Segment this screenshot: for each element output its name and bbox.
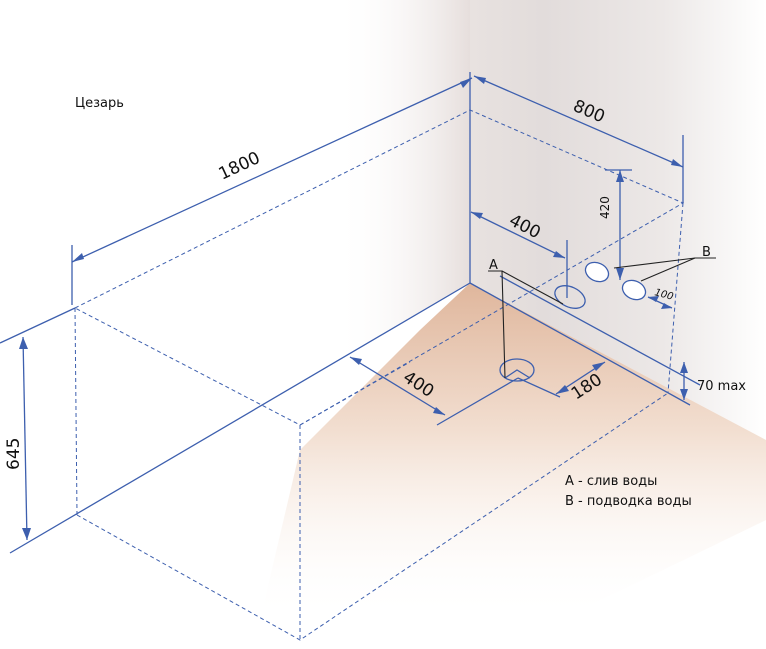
dim-645-line <box>22 336 28 541</box>
tub-edge <box>667 202 684 394</box>
arrowheads <box>19 76 688 540</box>
ext-line <box>436 377 519 426</box>
wall-offset-line <box>499 275 701 386</box>
ext-line <box>517 377 561 398</box>
dim-1800-line <box>71 77 473 263</box>
dim-100-label: 100 <box>653 287 674 303</box>
tub-bottom-outline <box>76 392 669 641</box>
dim-400-floor-line <box>349 356 446 416</box>
right-wall <box>470 0 766 440</box>
tub-edge <box>74 307 78 516</box>
height-extension-top <box>0 307 76 344</box>
water-supply-hole-2 <box>621 279 647 301</box>
dim-70-label: 70 max <box>697 379 746 394</box>
tub-inner-line <box>299 361 411 426</box>
marker-a: A <box>489 258 498 273</box>
model-title: Цезарь <box>75 96 124 111</box>
leader-b-2 <box>640 257 696 282</box>
marker-b: B <box>702 245 711 260</box>
dim-420-label: 420 <box>598 196 612 219</box>
floor <box>260 283 766 620</box>
legend-b: B - подводка воды <box>565 494 692 509</box>
floor-drain-mark <box>504 369 531 379</box>
leader-a-wall <box>501 270 564 305</box>
dim-645-label: 645 <box>4 438 24 470</box>
back-floor-line <box>469 282 691 406</box>
legend-a: A - слив воды <box>565 474 658 489</box>
left-floor-line <box>9 282 471 554</box>
dim-800-line <box>473 75 684 168</box>
dim-400-wall-line <box>470 211 566 259</box>
floor-drain-outline <box>499 358 535 382</box>
water-supply-hole-1 <box>584 261 610 283</box>
wall-drain-outline <box>554 285 586 309</box>
